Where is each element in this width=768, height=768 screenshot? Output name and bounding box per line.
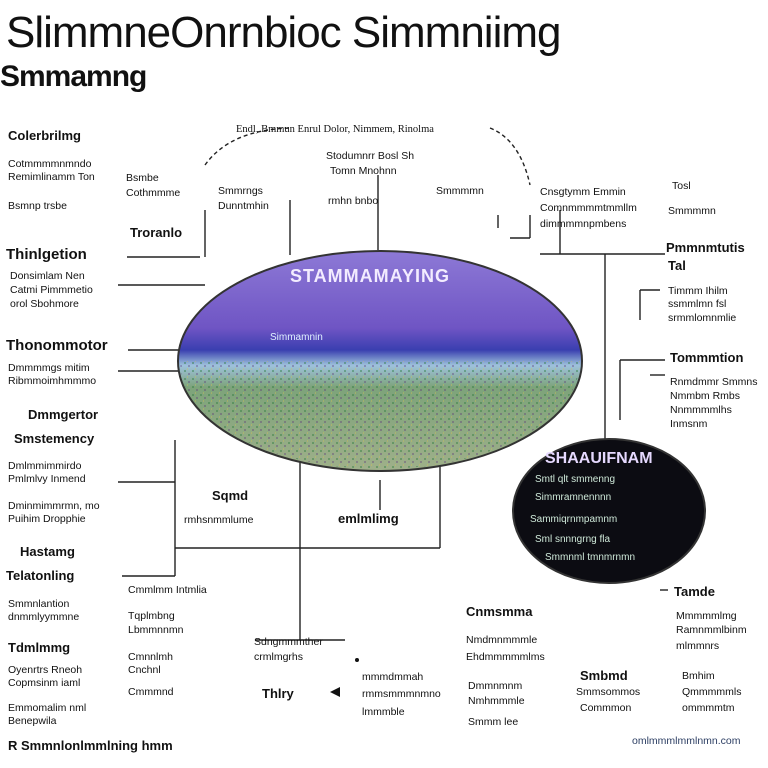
right-line: ommmmtm xyxy=(682,702,735,714)
right-line: Rnmdmmr Smmns xyxy=(670,376,758,388)
right-line: Timmm Ihilm xyxy=(668,285,728,297)
right-heading: Tommmtion xyxy=(670,350,744,365)
right-line: Ehdmmmmmlms xyxy=(466,651,545,663)
right-line: Qmmmmmls xyxy=(682,686,742,698)
right-line: Commmon xyxy=(580,702,632,714)
right-label: Comnmmmmtmmllm xyxy=(540,202,637,214)
center-label: Bsmbe xyxy=(126,172,159,184)
left-line: orol Sbohmore xyxy=(10,298,79,310)
dark-circle-line: Sammiqrnmpamnm xyxy=(530,514,618,525)
left-heading: Telatonling xyxy=(6,568,75,583)
center-label: Smmrngs xyxy=(218,185,263,197)
center-label: Smmmmn xyxy=(436,185,484,197)
left-line: Pmlmlvy Inmend xyxy=(8,473,86,485)
center-label: Cmmmnd xyxy=(128,686,174,698)
dark-circle-line: Smmnml tmnmrnmn xyxy=(545,552,636,563)
dark-circle-line: Smtl qlt smmenng xyxy=(535,474,616,485)
left-line: Ribmmoimhmmmo xyxy=(8,375,97,387)
dark-circle xyxy=(512,438,706,584)
center-label: rmhn bnbo xyxy=(328,195,379,207)
right-heading: Cnmsmma xyxy=(466,604,533,619)
left-heading: Hastamg xyxy=(20,544,75,559)
left-line: Emmomalim nml xyxy=(8,702,87,714)
right-line: Nnmmmmlhs xyxy=(670,404,732,416)
oval-title: STAMMAMAYING xyxy=(290,266,450,286)
right-line: Nmmbm Rmbs xyxy=(670,390,740,402)
left-line: Donsimlam Nen xyxy=(10,270,85,282)
center-label: Tqplmbng xyxy=(128,610,175,622)
right-heading: Pmmnmtutis xyxy=(666,240,745,255)
oval-subtitle: Simmamnin xyxy=(270,332,323,343)
left-line: Benepwila xyxy=(8,715,57,727)
right-line: srmmlomnmlie xyxy=(668,312,737,324)
center-label: Thlry xyxy=(262,686,294,701)
center-label: crmlmgrhs xyxy=(254,651,303,663)
left-line: Catmi Pimmmetio xyxy=(10,284,93,296)
left-heading: Colerbrilmg xyxy=(8,128,81,143)
right-line: ssmmlmn fsl xyxy=(668,298,727,310)
footer-url: omlmmmlmmlnmn.com xyxy=(632,735,741,747)
center-label: Sqmd xyxy=(212,488,249,503)
center-label: rmhsnmmlume xyxy=(184,514,254,526)
right-line: Smmm lee xyxy=(468,716,519,728)
right-heading: Tal xyxy=(668,258,686,273)
left-line: Dmmmmgs mitim xyxy=(8,362,90,374)
center-label: Troranlo xyxy=(130,225,183,240)
center-label: Dunntmhin xyxy=(218,200,269,212)
right-line: Ramnmmlbinm xyxy=(676,624,747,636)
top-banner: Endl, Bmmun Enrul Dolor, Nimmem, Rinolma xyxy=(236,124,434,135)
left-line: Oyenrtrs Rneoh xyxy=(8,664,83,676)
center-label: Cnchnl xyxy=(128,664,161,676)
center-label: Cothmmme xyxy=(126,187,181,199)
page-title: SlimmneOnrnbioc Simmniimg xyxy=(6,8,561,57)
center-label: Stodumnrr Bosl Sh xyxy=(326,150,415,162)
right-heading: Smbmd xyxy=(580,668,628,683)
left-line: Bsmnp trsbe xyxy=(8,200,67,212)
right-line: Mmmmmlmg xyxy=(676,610,737,622)
dark-circle-title: SHAAUIFNAM xyxy=(545,450,653,467)
right-line: Nmdmnmmmle xyxy=(466,634,538,646)
right-heading: Dmmnmnm xyxy=(468,680,523,692)
left-heading: Thinlgetion xyxy=(6,246,87,263)
left-line: Copmsinm iaml xyxy=(8,677,81,689)
right-label: Cnsgtymm Emmin xyxy=(540,186,626,198)
left-heading: Tdmlmmg xyxy=(8,640,71,655)
left-line: Dminmimmrmn, mo xyxy=(8,500,100,512)
center-label: Sdngmmmther xyxy=(254,636,323,648)
left-line: Remimlinamm Ton xyxy=(8,171,95,183)
left-line: Smmnlantion xyxy=(8,598,70,610)
left-line: Cotmmmmnmndo xyxy=(8,158,92,170)
left-heading: Dmmgertor xyxy=(28,407,99,422)
right-heading: Bmhim xyxy=(682,670,715,682)
center-label: mmmdmmah xyxy=(362,671,424,683)
central-oval xyxy=(177,250,583,472)
footer-left: R Smmnlonlmmlning hmm xyxy=(8,738,173,753)
left-line: Dmlmmimmirdo xyxy=(8,460,82,472)
center-label: Cmnnlmh xyxy=(128,651,173,663)
center-label: Tomn Mnohnn xyxy=(330,165,397,177)
center-label: lmmmble xyxy=(362,706,405,718)
center-label: emlmlimg xyxy=(338,511,399,526)
right-label: Smmmmn xyxy=(668,205,716,217)
dark-circle-line: Simmramnennnn xyxy=(535,492,612,503)
left-heading: Smstemency xyxy=(14,431,95,446)
right-label: dimmmmnpmbens xyxy=(540,218,627,230)
left-line: Puihim Dropphie xyxy=(8,513,86,525)
right-label: Tosl xyxy=(672,180,691,192)
right-line: Smmsommos xyxy=(576,686,641,698)
right-line: Nmhmmmle xyxy=(468,695,525,707)
page-subtitle: Smmamng xyxy=(0,60,147,93)
right-line: mlmmnrs xyxy=(676,640,720,652)
center-label: Lbmmnnmn xyxy=(128,624,184,636)
left-line: dnmmlyymmne xyxy=(8,611,80,623)
right-heading: Tamde xyxy=(674,584,715,599)
left-heading: Thonommotor xyxy=(6,337,108,354)
center-label: Cmmlmm Intmlia xyxy=(128,584,207,596)
center-label: rmmsmmmnmno xyxy=(362,688,441,700)
right-line: Inmsnm xyxy=(670,418,708,430)
dark-circle-line: Sml snnngrng fla xyxy=(535,534,611,545)
